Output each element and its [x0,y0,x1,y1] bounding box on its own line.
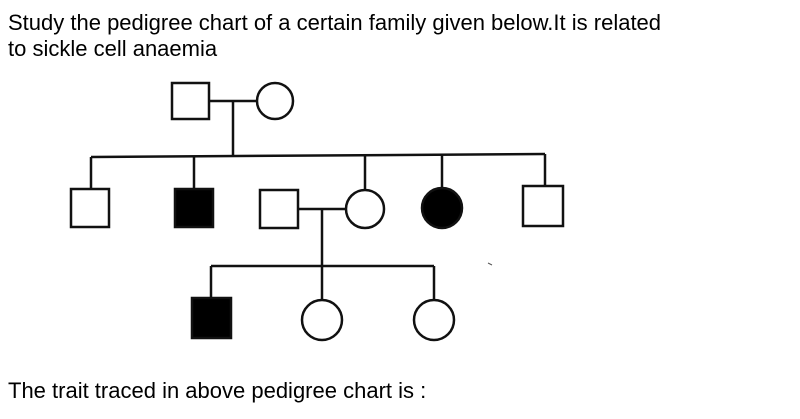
gen1-mother-unaffected-female [255,81,295,121]
gen3-daughter-1-unaffected-female [300,298,344,342]
gen2-son-2-affected-male [173,187,215,229]
answer-prompt-text: The trait traced in above pedigree chart… [8,378,427,403]
question-line-1: Study the pedigree chart of a certain fa… [8,10,662,35]
gen2-son-1-unaffected-male [69,187,111,229]
gen2-daughter-2-affected-female [420,186,464,230]
gen2-spouse-unaffected-male [258,188,300,230]
gen2-son-3-unaffected-male [521,184,565,228]
question-line-2: to sickle cell anaemia [8,36,218,61]
scan-speck [487,262,493,266]
gen1-father-unaffected-male [170,81,211,121]
gen2-sibship-line [90,152,546,159]
gen3-son-affected-male [190,296,233,340]
gen2-daughter-1-unaffected-female [344,188,386,230]
gen3-daughter-2-unaffected-female [412,298,456,342]
question-text: Study the pedigree chart of a certain fa… [8,10,792,62]
